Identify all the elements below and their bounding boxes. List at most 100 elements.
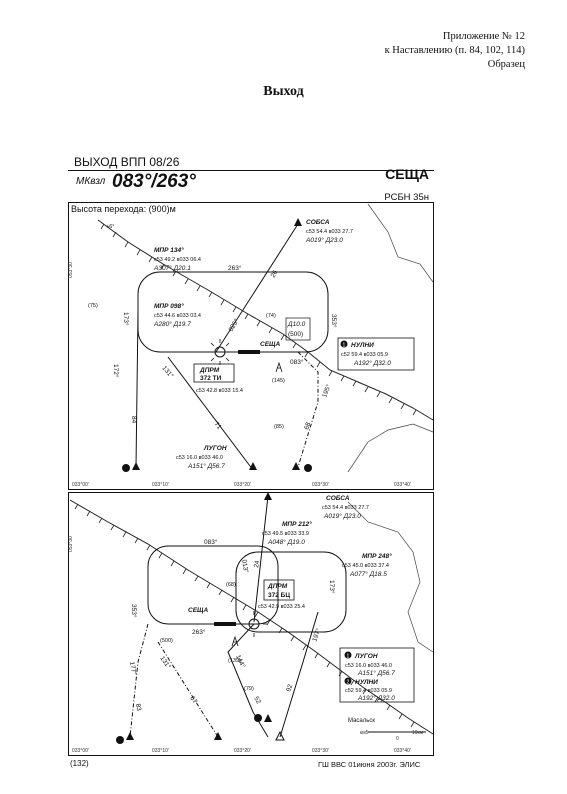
bottom-fix-west [126, 732, 134, 740]
top-dprm-box [193, 363, 235, 383]
bottom-marker-1 [254, 714, 262, 722]
bottom-scale-km: км5 [360, 730, 369, 736]
transition-altitude: Высота перехода: (900)м [71, 204, 176, 214]
bottom-ndb-symbol [248, 618, 260, 630]
top-sobsa-coord: с53 54.4 в033 27.7 [306, 229, 353, 235]
bottom-sobsa-az: А019° Д23.0 [323, 512, 361, 520]
top-lugon-coord: с53 16.0 в033 46.0 [176, 455, 223, 461]
top-border-hatch [100, 223, 417, 416]
bottom-route-lugon [227, 623, 269, 738]
top-dprm-name: ДПРМ [199, 367, 220, 374]
bottom-lugon-marker [344, 651, 352, 659]
top-fix-nulni [292, 462, 300, 470]
bottom-lugon-name: ЛУГОН [354, 653, 378, 660]
bottom-sescha-label: СЕЩА [188, 607, 208, 614]
bottom-elev-139: (139) [228, 658, 241, 664]
bottom-runway [214, 622, 236, 626]
bottom-elev-500: (500) [160, 638, 173, 644]
bottom-scale-0: 0 [396, 736, 399, 742]
bottom-lugon-num: 1 [347, 654, 350, 660]
bottom-elev-68: (68) [226, 582, 236, 588]
page-title: Выход [263, 84, 304, 99]
header-rule [68, 170, 434, 171]
bottom-route-west [129, 623, 149, 738]
top-hdg-083: 083° [290, 358, 304, 366]
top-dprm-coord: с53 42.8 в033 15.4 [196, 388, 243, 394]
bottom-mpr248-coord: с53 45.0 в033 37.4 [342, 563, 389, 569]
bottom-mpr212-az: А048° Д19.0 [267, 538, 305, 546]
top-fix-lugon [249, 462, 257, 470]
appendix-line-2: к Наставлению (п. 84, 102, 114) [384, 45, 525, 56]
bottom-tick-3: 033°30' [312, 748, 329, 754]
top-departure-chart: 033°00' 033°10' 033°20' 033°30' 033°40' … [68, 202, 434, 490]
mk-label: МКвзл [76, 176, 106, 187]
bottom-r-52: 52 [252, 696, 262, 706]
top-route-west [135, 311, 139, 468]
top-lat-label: 053°30' [68, 261, 74, 278]
bottom-tick-0: 033°00' [72, 748, 89, 754]
bottom-nulni-num: 2 [347, 680, 350, 686]
top-plus6: +6° [106, 224, 114, 230]
bottom-fix-nulni [275, 730, 285, 741]
appendix-line-3: Образец [487, 59, 525, 70]
bottom-dprm-box [263, 579, 295, 601]
top-runway [238, 350, 260, 354]
bottom-route-nulni [279, 611, 319, 738]
top-sobsa-az: А019° Д23.0 [305, 236, 343, 244]
top-nulni-marker [340, 340, 348, 348]
top-elev-145: (145) [272, 378, 285, 384]
top-lugon-name: ЛУГОН [203, 445, 227, 452]
mk-value: 083°/263° [112, 171, 196, 192]
bottom-frame [68, 492, 434, 756]
bottom-region-outline [347, 501, 434, 653]
bottom-holding-east [235, 551, 347, 633]
bottom-nulni-marker [344, 677, 352, 685]
bottom-dprm-freq: 372 БЦ [268, 592, 290, 599]
bottom-r-83: 83 [134, 703, 142, 712]
footer-source: ГШ ВВС 01июня 2003г. ЭЛИС [318, 760, 421, 769]
top-sescha-label: СЕЩА [260, 341, 280, 348]
top-elev-85: (85) [274, 424, 284, 430]
top-dprm-freq: 372 ТИ [200, 375, 222, 382]
bottom-hdg-263: 263° [192, 628, 206, 636]
top-nulni-box [337, 337, 415, 371]
top-elev-75: (75) [88, 303, 98, 309]
bottom-holding-west [147, 545, 279, 625]
airport-name: СЕЩА [385, 166, 429, 182]
chart-header: ВЫХОД ВПП 08/26 [74, 155, 180, 169]
bottom-marker-2 [116, 736, 124, 744]
top-d10-label: Д10.0 [287, 321, 306, 328]
bottom-hdg-197: 197° [310, 627, 322, 643]
top-region-outline [367, 203, 434, 283]
bottom-border-hatch [74, 503, 415, 728]
top-r-71: 71 [212, 421, 222, 431]
top-route-lugon [167, 356, 254, 471]
top-marker-1a [122, 464, 130, 472]
bottom-route-sobsa [253, 495, 269, 623]
bottom-r-67: 67 [188, 695, 198, 705]
top-tick-1: 033°10' [152, 482, 169, 488]
top-hdg-173: 173° [122, 312, 130, 326]
bottom-lugon-coord: с53 16.0 в033 46.0 [345, 663, 392, 669]
top-nulni-num: 1 [343, 343, 346, 349]
bottom-nulni-coord: с52 59.4 в033 05.9 [345, 688, 392, 694]
bottom-lat-label: 053°30' [68, 535, 74, 552]
top-sobsa-name: СОБСА [306, 219, 330, 226]
bottom-scale-10: 10км [412, 730, 424, 736]
top-hdg-195: 195° [320, 383, 332, 399]
appendix-line-1: Приложение № 12 [442, 31, 525, 42]
top-tick-2: 033°20' [234, 482, 251, 488]
bottom-mpr248-name: МПР 248° [362, 552, 392, 560]
bottom-r-24: 24 [253, 560, 261, 569]
appendix-note: Приложение № 12 к Наставлению (п. 84, 10… [385, 30, 525, 72]
bottom-dprm-name: ДПРМ [267, 583, 288, 590]
bottom-ndb-rays [241, 611, 267, 637]
top-frame [68, 202, 434, 490]
bottom-legend-box [339, 647, 415, 703]
bottom-r-92: 92 [285, 683, 294, 693]
bottom-nulni-name: НУЛНИ [355, 679, 378, 686]
bottom-tick-4: 033°40' [394, 748, 411, 754]
bottom-masalsk-label: Масальск [348, 718, 375, 724]
top-mpr098-az: А280° Д19.7 [153, 320, 191, 328]
top-tick-3: 033°30' [312, 482, 329, 488]
